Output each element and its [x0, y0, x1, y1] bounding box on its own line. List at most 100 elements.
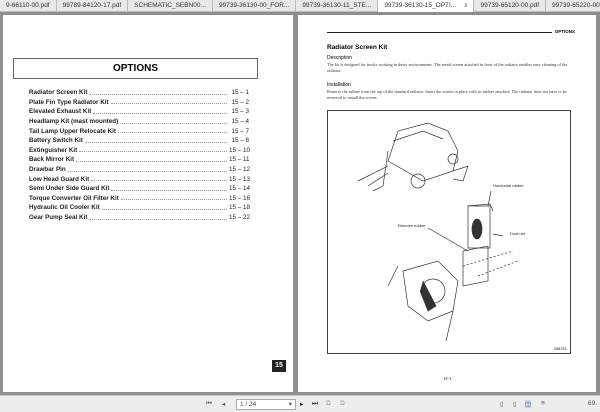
toc-title: Back Mirror Kit: [29, 156, 75, 164]
toc-entry[interactable]: Plate Fin Type Radiator Kit 15 – 2: [29, 98, 249, 108]
toc-title: Semi Under Side Guard Kit: [29, 185, 110, 193]
toc-leader: [118, 129, 227, 134]
toc-entry[interactable]: Semi Under Side Guard Kit 15 – 14: [29, 184, 251, 194]
toc-entry[interactable]: Drawbar Pin 15 – 12: [29, 165, 251, 175]
toc-entry[interactable]: Elevated Exhaust Kit 15 – 3: [29, 107, 249, 117]
toc-entry[interactable]: Back Mirror Kit 15 – 11: [29, 155, 250, 165]
tab-7[interactable]: 99739-65220-00.p: [546, 0, 600, 12]
book-view-icon[interactable]: ≡: [541, 400, 545, 407]
toc-leader: [79, 148, 227, 153]
figure-id: 288751: [553, 346, 567, 351]
single-page-icon[interactable]: ▯: [500, 401, 504, 408]
toc-title: Elevated Exhaust Kit: [29, 108, 92, 116]
toc-title: Tail Lamp Upper Relocate Kit: [29, 127, 117, 135]
right-page: OPTIONS Radiator Screen Kit Description …: [298, 15, 596, 392]
toc-page: 15 – 13: [229, 175, 251, 183]
options-title: OPTIONS: [13, 58, 258, 79]
section-number-tab: 15: [272, 360, 286, 372]
previous-page-icon[interactable]: ◂: [222, 401, 226, 408]
toc-page: 15 – 16: [229, 194, 251, 202]
toc-page: 15 – 1: [231, 89, 249, 97]
description-heading: Description: [327, 55, 353, 61]
tab-6[interactable]: 99739-65120-00.pdf: [474, 0, 547, 12]
toc-entry[interactable]: Extinguisher Kit 15 – 10: [29, 146, 251, 156]
toc-leader: [89, 91, 227, 95]
toc-leader: [91, 177, 227, 182]
toc-page: 15 – 12: [229, 166, 251, 174]
tab-4[interactable]: 99739-36130-11_STE...: [296, 0, 379, 12]
toc-page: 15 – 14: [229, 185, 251, 193]
toc-title: Gear Pump Seal Kit: [29, 214, 88, 222]
toc-leader: [111, 187, 227, 191]
toc-page: 15 – 7: [231, 127, 249, 135]
toc-page: 15 – 18: [229, 204, 251, 212]
toc-title: Hydraulic Oil Cooler Kit: [29, 204, 100, 212]
bottom-toolbar: ⏮ ◂ 1 / 24▾ ▸ ⏭ ⧉ ⧉ ▯ ▯ ◫ ≡ 69.: [0, 395, 600, 412]
label-dust-net: Dust net: [510, 231, 525, 236]
toc-title: Extinguisher Kit: [29, 146, 78, 154]
forklift-radiator-illustration: [357, 122, 519, 342]
toc-page: 15 – 11: [229, 156, 250, 164]
toc-leader: [120, 120, 227, 124]
toc-leader: [89, 216, 227, 220]
page-footer: 15-1: [443, 376, 452, 381]
installation-figure: Horizontal rubber Dust net Remove rubber…: [327, 110, 571, 354]
toc-leader: [67, 168, 227, 172]
tab-label: 99789-84120-17.pdf: [62, 2, 122, 9]
toc-entry[interactable]: Gear Pump Seal Kit 15 – 22: [29, 213, 251, 223]
toc-entry[interactable]: Low Head Guard Kit 15 – 13: [29, 174, 251, 184]
last-page-icon[interactable]: ⏭: [312, 400, 318, 407]
tab-3[interactable]: 99739-36130-00_FOR...: [213, 0, 297, 12]
label-horizontal-rubber: Horizontal rubber: [493, 183, 524, 188]
toc-title: Battery Switch Kit: [29, 137, 83, 145]
toc-entry[interactable]: Tail Lamp Upper Relocate Kit 15 – 7: [29, 126, 249, 136]
toc-entry[interactable]: Battery Switch Kit 15 – 8: [29, 136, 249, 146]
close-tab-icon[interactable]: x: [464, 2, 468, 9]
first-page-icon[interactable]: ⏮: [206, 400, 212, 407]
toc-leader: [120, 196, 227, 201]
continuous-page-icon[interactable]: ▯: [513, 401, 517, 408]
toc-page: 15 – 2: [231, 98, 249, 106]
tab-bar: 9-66110-00.pdf 99789-84120-17.pdf SCHEMATI…: [0, 0, 600, 12]
zoom-level[interactable]: 69.: [588, 400, 598, 407]
toc-title: Drawbar Pin: [29, 166, 66, 174]
tab-2[interactable]: SCHEMATIC_SEBN00...: [128, 0, 213, 12]
toc-title: Plate Fin Type Radiator Kit: [29, 98, 109, 106]
toc-title: Low Head Guard Kit: [29, 175, 90, 183]
toc-leader: [110, 100, 227, 105]
tab-label: SCHEMATIC_SEBN00...: [134, 2, 206, 9]
page-number-input[interactable]: 1 / 24▾: [236, 399, 296, 410]
installation-text: Remove the rubber from the top of the st…: [327, 89, 567, 100]
toc-page: 15 – 10: [229, 146, 251, 154]
toc-title: Torque Converter Oil Filter Kit: [29, 194, 119, 202]
two-page-icon[interactable]: ◫: [525, 400, 532, 408]
toc-entry[interactable]: Hydraulic Oil Cooler Kit 15 – 18: [29, 203, 251, 213]
rotate-icon[interactable]: ⧉: [326, 400, 331, 407]
toc-page: 15 – 3: [231, 108, 249, 116]
tab-5[interactable]: 99739-36130-15_OPTI...x: [378, 0, 475, 12]
header-rule: [327, 32, 571, 33]
tab-label: 99739-36130-11_STE...: [302, 2, 372, 9]
section-title: Radiator Screen Kit: [327, 44, 388, 51]
page-dropdown-icon[interactable]: ▾: [288, 401, 292, 408]
toc-page: 15 – 8: [231, 137, 249, 145]
next-page-icon[interactable]: ▸: [300, 401, 304, 408]
toc-entry[interactable]: Torque Converter Oil Filter Kit 15 – 16: [29, 194, 251, 204]
toc-leader: [101, 206, 227, 210]
toc-page: 15 – 22: [229, 214, 251, 222]
toc-title: Headlamp Kit (mast mounted): [29, 118, 119, 126]
toc-page: 15 – 4: [231, 118, 249, 126]
tab-0[interactable]: 9-66110-00.pdf: [0, 0, 57, 12]
tab-label: 9-66110-00.pdf: [6, 2, 50, 9]
fit-icon[interactable]: ⧉: [340, 400, 345, 407]
toc-entry[interactable]: Headlamp Kit (mast mounted) 15 – 4: [29, 117, 249, 127]
toc-leader: [93, 110, 227, 114]
installation-heading: Installation: [327, 82, 351, 88]
tab-1[interactable]: 99789-84120-17.pdf: [57, 0, 129, 12]
tab-label: 99739-65220-00.p: [552, 2, 600, 9]
header-label: OPTIONS: [551, 29, 575, 34]
